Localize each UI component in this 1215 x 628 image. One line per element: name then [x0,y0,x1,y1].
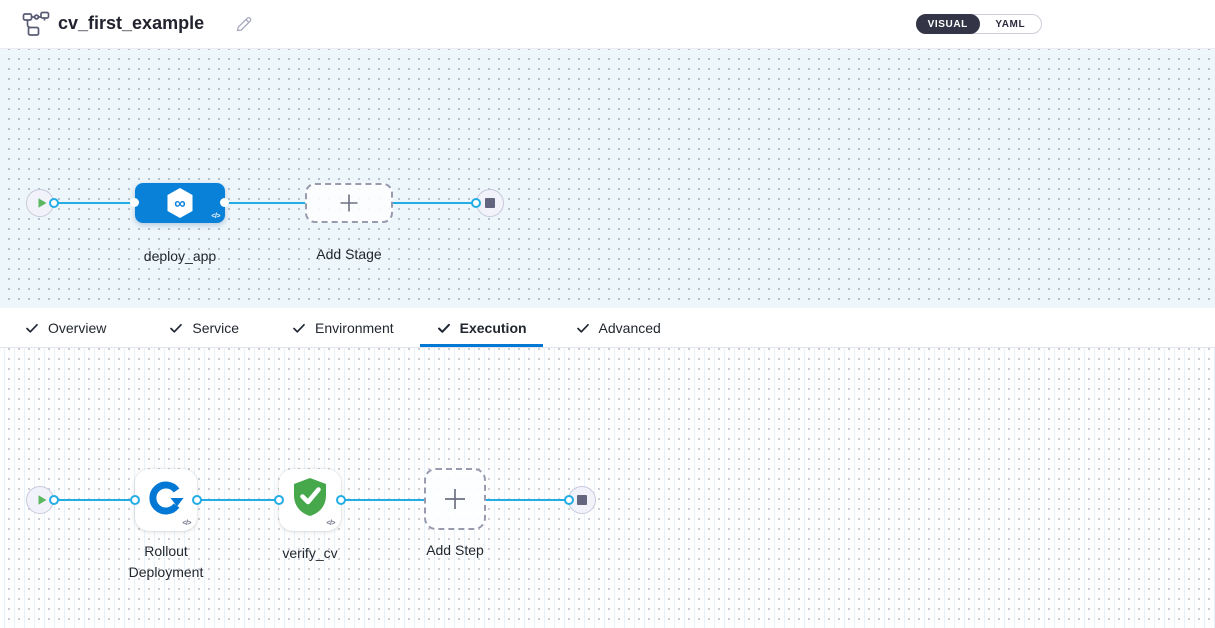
check-icon [26,323,38,333]
header-bar: cv_first_example VISUAL YAML [0,0,1215,49]
step-node-verify-cv[interactable]: </> [279,469,341,531]
step-connector-line [197,499,279,501]
tab-execution[interactable]: Execution [419,308,543,347]
add-step-label: Add Step [426,542,484,558]
stage-label: deploy_app [143,248,217,264]
tab-environment[interactable]: Environment [275,308,410,347]
check-icon [170,323,183,333]
tab-overview[interactable]: Overview [8,308,122,347]
tab-service[interactable]: Service [152,308,255,347]
stage-node-deploy-app[interactable]: ∞ </> [135,183,225,223]
toggle-yaml[interactable]: YAML [995,18,1026,30]
connector-port [274,495,284,505]
step-node-rollout-deployment[interactable]: </> [135,469,197,531]
tab-label: Service [192,319,240,336]
play-icon [36,197,48,209]
connector-port [130,495,140,505]
pipeline-graph-icon [22,11,50,42]
execution-canvas [0,348,1215,628]
connector-port [471,198,481,208]
connector-port [564,495,574,505]
tab-label: Execution [459,319,527,336]
step-connector-line [54,499,135,501]
svg-text:∞: ∞ [174,196,185,213]
verify-shield-check-icon [292,477,328,517]
cd-hexagon-infinity-icon: ∞ [165,187,195,219]
code-badge: </> [211,213,220,220]
plus-icon [441,485,469,513]
add-stage-label: Add Stage [316,246,382,262]
code-badge: </> [182,520,191,527]
toggle-visual[interactable]: VISUAL [916,14,980,34]
connector-port [336,495,346,505]
connector-port [130,198,139,207]
page-title: cv_first_example [58,13,205,33]
rollout-deployment-icon [148,480,184,516]
plus-icon [337,191,361,215]
step-connector-line [486,499,569,501]
connector-port [49,198,59,208]
tab-label: Advanced [598,319,661,336]
stage-config-tabs: Overview Service Environment Execution A… [0,308,1215,348]
connector-port [220,198,229,207]
edit-pencil-icon[interactable] [235,15,253,38]
check-icon [437,323,450,333]
step-label: Rollout Deployment [128,543,204,580]
play-icon [36,494,48,506]
connector-port [49,495,59,505]
stage-connector-line [393,202,477,204]
tab-label: Overview [48,319,107,336]
stage-connector-line [54,202,136,204]
visual-yaml-toggle: VISUAL YAML [916,14,1042,34]
connector-port [192,495,202,505]
check-icon [576,323,589,333]
add-step-button[interactable] [424,468,486,530]
stop-icon [577,495,587,505]
tab-label: Environment [315,319,394,336]
add-stage-button[interactable] [305,183,393,223]
tab-advanced[interactable]: Advanced [559,308,677,347]
step-label: verify_cv [282,545,338,561]
stage-connector-line [225,202,306,204]
stop-icon [485,198,495,208]
stage-canvas [0,48,1215,308]
code-badge: </> [326,520,335,527]
step-connector-line [341,499,424,501]
check-icon [293,323,305,333]
